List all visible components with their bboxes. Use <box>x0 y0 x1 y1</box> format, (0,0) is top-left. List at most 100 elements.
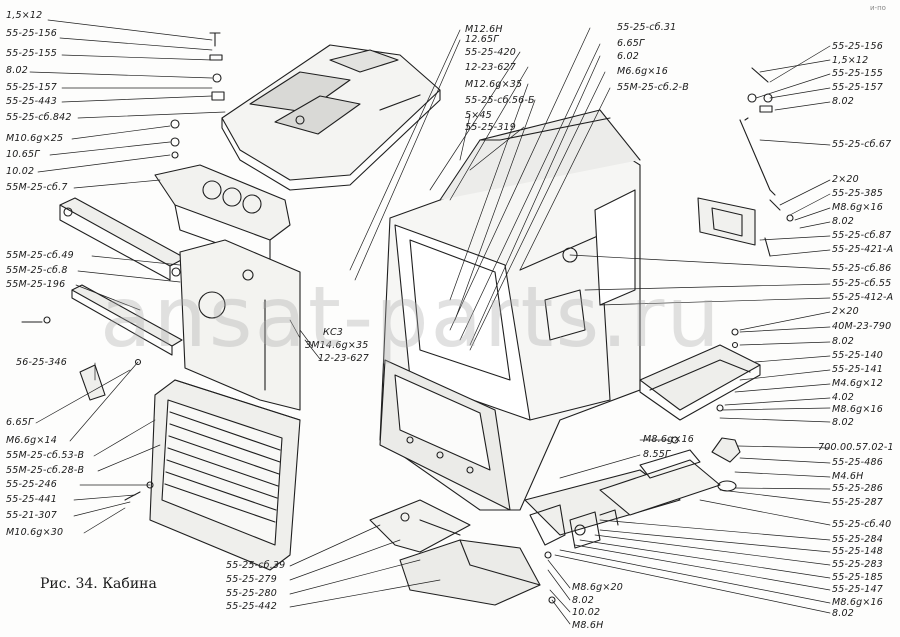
label-part: 55-25-148 <box>832 546 883 557</box>
label-part: 55-25-412-А <box>832 292 894 303</box>
label-part: M4.6g×12 <box>832 378 883 389</box>
floor-hatch <box>639 344 761 421</box>
label-part: M8.6g×20 <box>572 582 623 593</box>
label-part: 8.02 <box>6 65 28 76</box>
label-part: 55-25-443 <box>6 96 57 107</box>
leader-lines <box>29 19 831 625</box>
label-part: 55-25-185 <box>832 572 883 583</box>
label-part: 55-25-сб.67 <box>832 139 892 150</box>
label-part: 55M-25-сб.7 <box>6 182 68 193</box>
label-part: 55-25-284 <box>832 534 883 545</box>
label-part: 55-21-307 <box>6 510 57 521</box>
label-part: 55M-25-сб.8 <box>6 265 68 276</box>
label-part: 55-25-сб.55 <box>832 278 892 289</box>
label-part: 55-25-420 <box>465 47 516 58</box>
label-part: 55-25-286 <box>832 483 883 494</box>
label-part: 2×20 <box>832 174 859 185</box>
label-part: M8.6g×16 <box>832 597 883 608</box>
label-part: 55-25-157 <box>832 82 883 93</box>
label-part: 8.02 <box>832 216 854 227</box>
cab-body <box>379 109 641 511</box>
corner-mark: и-по <box>870 4 886 12</box>
label-part: КС3 <box>323 327 344 338</box>
label-part: M8.6Н <box>572 620 604 631</box>
label-part: 4.02 <box>832 392 854 403</box>
label-part: 8.02 <box>832 608 854 619</box>
label-part: 55-25-319 <box>465 122 516 133</box>
label-part: 10.02 <box>572 607 601 618</box>
label-part: 40M-23-790 <box>832 321 892 332</box>
label-part: M12.6g×35 <box>465 79 523 90</box>
label-part: 55-25-141 <box>832 364 883 375</box>
hardware-right <box>544 67 794 604</box>
label-part: 55-25-421-А <box>832 244 894 255</box>
label-part: 55-25-441 <box>6 494 57 505</box>
label-part: M8.6g×16 <box>832 202 883 213</box>
rear-rail <box>59 197 186 281</box>
label-part: M10.6g×30 <box>6 527 64 538</box>
label-part: 8.02 <box>832 417 854 428</box>
hardware-left <box>21 32 225 501</box>
label-part: 55-25-279 <box>226 574 277 585</box>
label-part: 6.65Г <box>617 38 645 49</box>
label-part: 8.02 <box>832 336 854 347</box>
label-part: 55-25-сб.56-Б <box>465 95 535 106</box>
label-part: 55-25-156 <box>832 41 883 52</box>
label-part: 55M-25-сб.53-В <box>6 450 85 461</box>
roof-panel <box>221 44 441 191</box>
label-part: 55-25-486 <box>832 457 883 468</box>
label-part: 55-25-385 <box>832 188 883 199</box>
label-part: 12.65Г <box>465 34 499 45</box>
label-part: M8.6g×16 <box>643 434 694 445</box>
label-part: 10.02 <box>6 166 35 177</box>
label-part: 55M-25-сб.28-В <box>6 465 85 476</box>
label-part: M12.6Н <box>465 24 503 35</box>
label-part: 6.65Г <box>6 417 34 428</box>
label-part: 55-25-140 <box>832 350 883 361</box>
label-part: 55-25-246 <box>6 479 57 490</box>
label-part: 700.00.57.02-1 <box>818 442 894 453</box>
label-part: M10.6g×25 <box>6 133 64 144</box>
label-part: 55-25-155 <box>6 48 57 59</box>
side-channel <box>71 284 183 356</box>
label-part: 55-25-442 <box>226 601 277 612</box>
label-part: 55-25-сб.40 <box>832 519 892 530</box>
label-part: 55M-25-сб.49 <box>6 250 74 261</box>
label-part: 6.02 <box>617 51 639 62</box>
label-part: 55-25-сб.31 <box>617 22 677 33</box>
label-part: 55-25-сб.87 <box>832 230 892 241</box>
label-part: 8.02 <box>572 595 594 606</box>
label-part: 5×45 <box>465 110 492 121</box>
label-part: 55-25-155 <box>832 68 883 79</box>
label-part: 55-25-156 <box>6 28 57 39</box>
rear-wall <box>179 239 301 411</box>
label-part: M6.6g×16 <box>617 66 668 77</box>
label-part: 55-25-сб.39 <box>226 560 286 571</box>
pedal-bracket <box>369 499 471 553</box>
label-part: ЗМ14.6g×35 <box>305 340 369 351</box>
label-part: 55-25-283 <box>832 559 883 570</box>
label-part: M4.6Н <box>832 471 864 482</box>
label-part: 12-23-627 <box>318 353 369 364</box>
label-part: 55-25-сб.842 <box>6 112 72 123</box>
label-part: 1,5×12 <box>832 55 869 66</box>
label-part: 55-25-287 <box>832 497 883 508</box>
label-part: 1,5×12 <box>6 10 43 21</box>
label-part: 8.55Г <box>643 449 671 460</box>
side-mirror <box>697 117 776 246</box>
bracket-parts <box>529 504 619 549</box>
label-part: 56-25-346 <box>16 357 67 368</box>
label-part: 55-25-147 <box>832 584 883 595</box>
label-part: 55-25-280 <box>226 588 277 599</box>
figure-caption: Рис. 34. Кабина <box>40 576 157 592</box>
grille-panel <box>149 379 301 571</box>
label-part: 55M-25-сб.2-В <box>617 82 689 93</box>
label-part: 12-23-627 <box>465 62 516 73</box>
label-part: 10.65Г <box>6 149 40 160</box>
label-part: 2×20 <box>832 306 859 317</box>
label-part: M6.6g×14 <box>6 435 57 446</box>
label-part: 55-25-сб.86 <box>832 263 892 274</box>
label-part: 8.02 <box>832 96 854 107</box>
